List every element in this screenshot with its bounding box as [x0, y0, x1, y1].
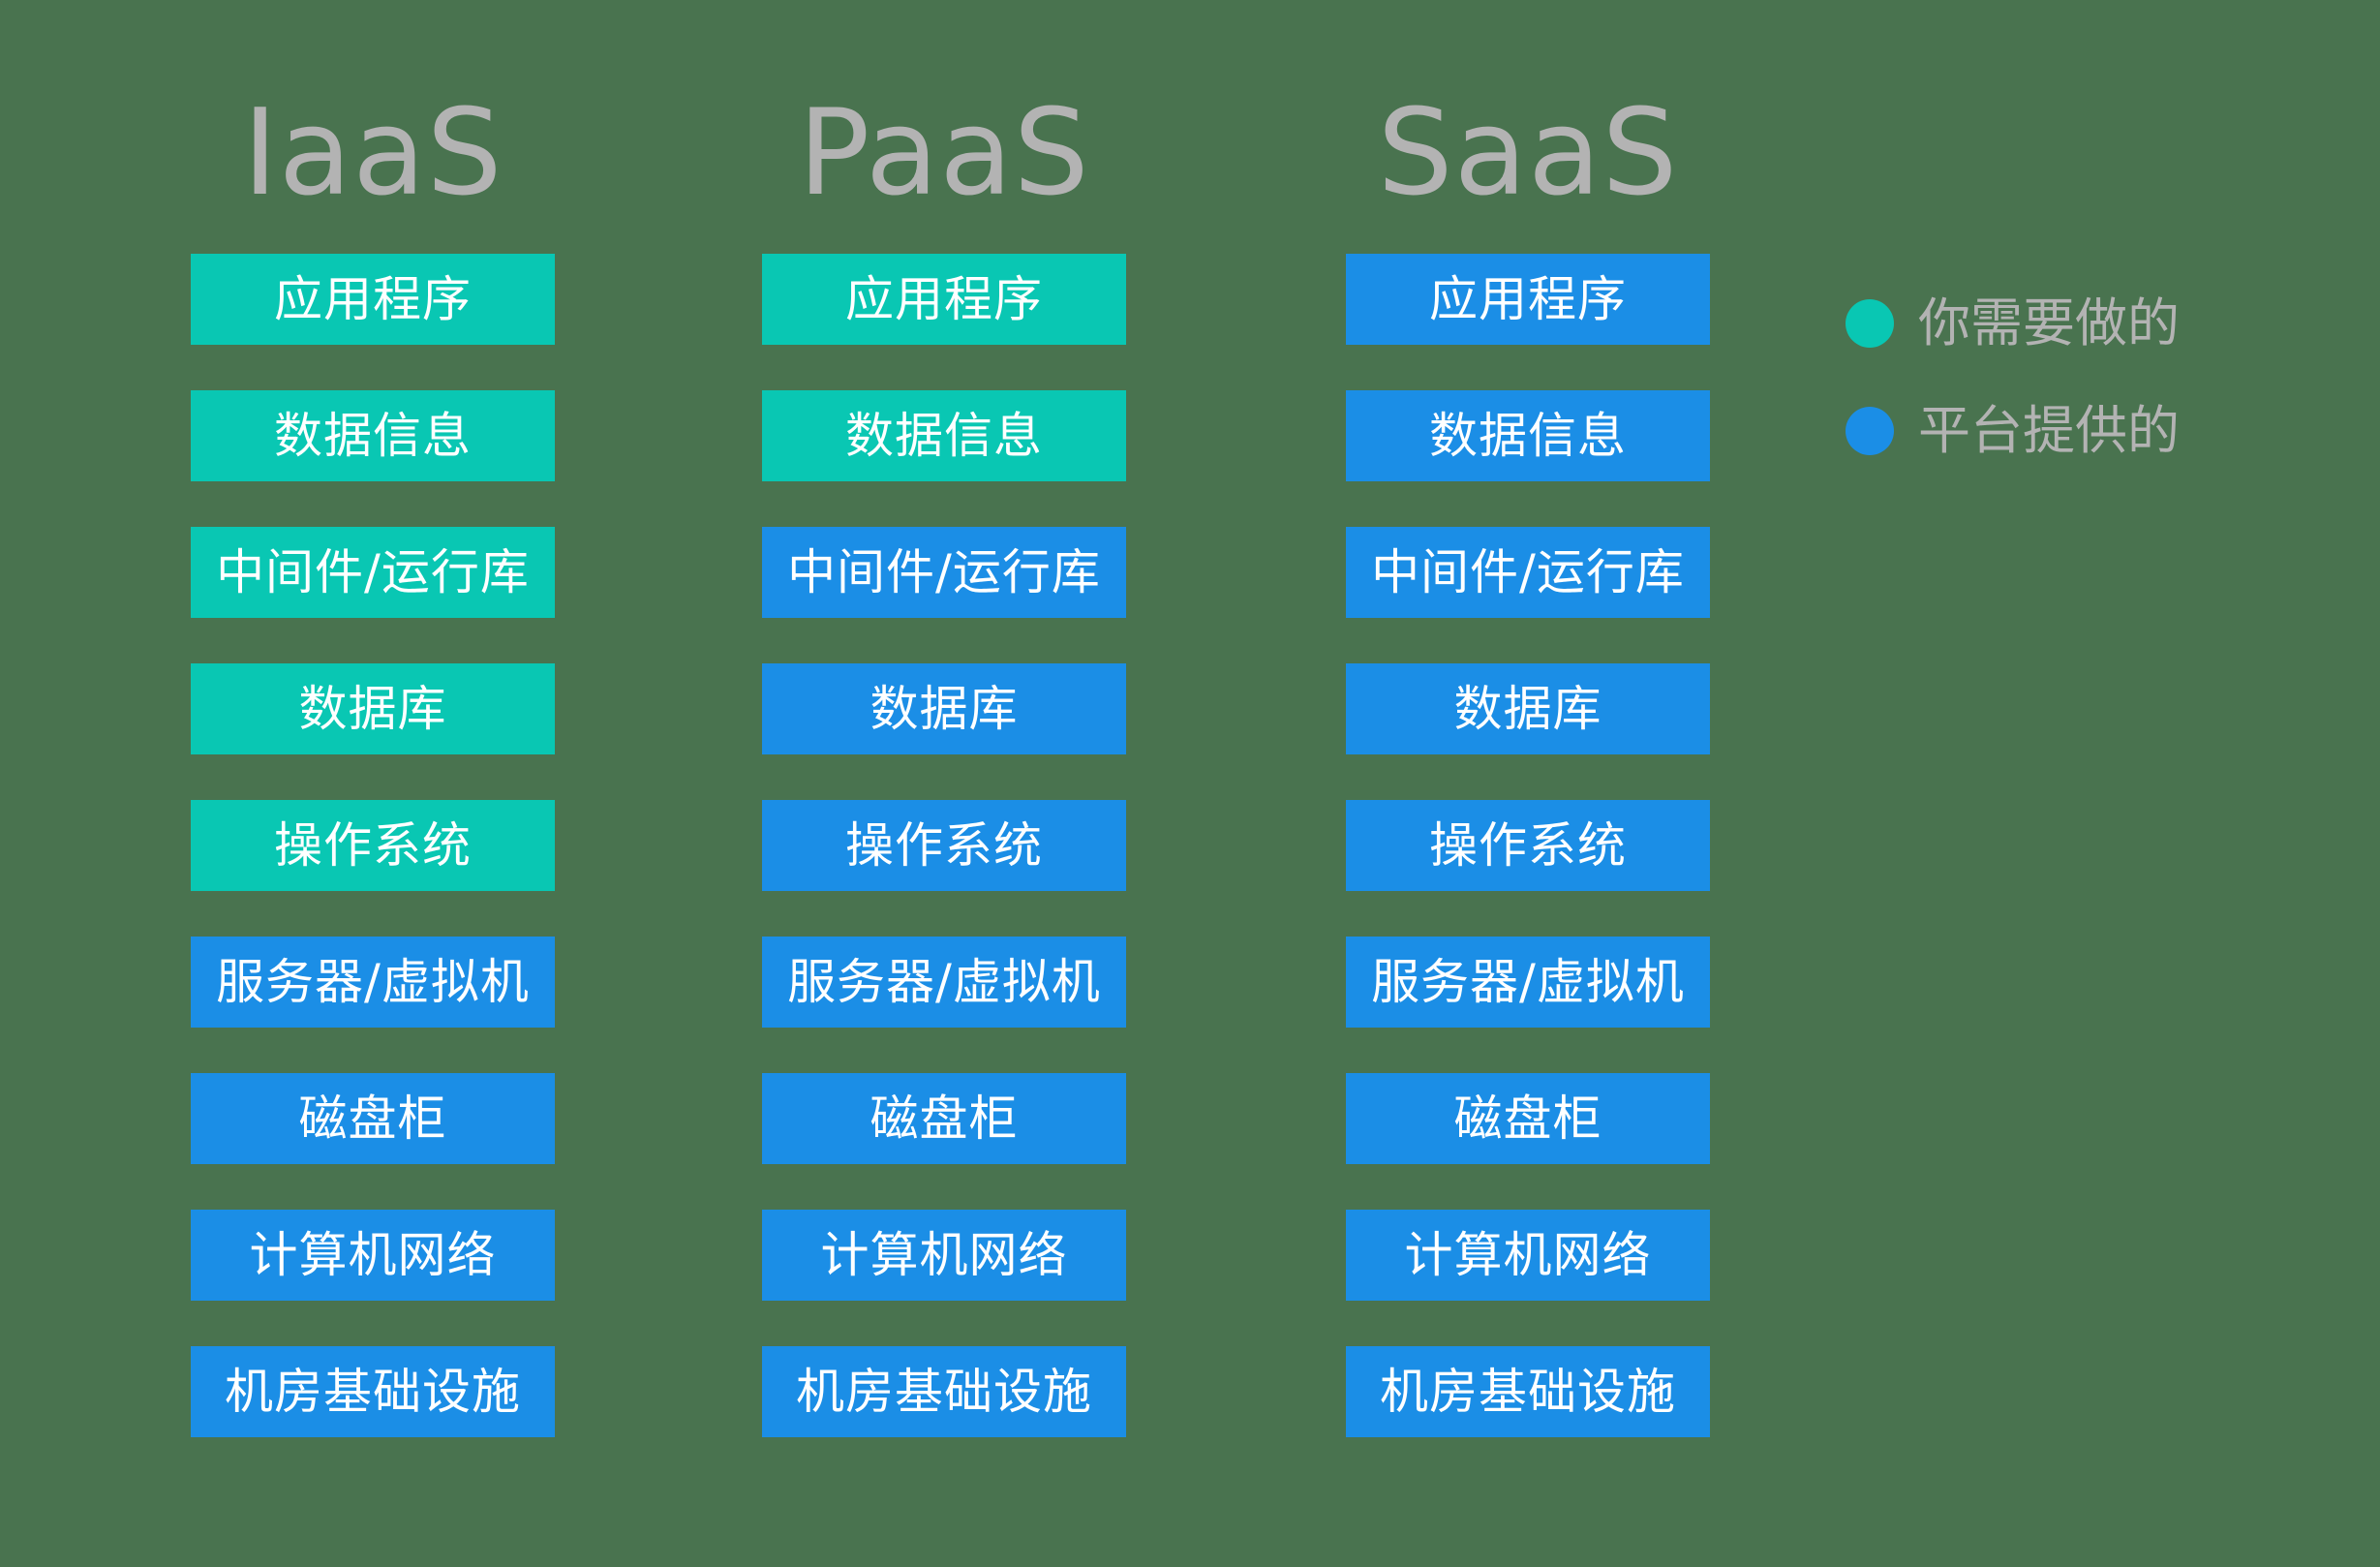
layer-data: 数据信息 — [1346, 390, 1710, 481]
layer-data: 数据信息 — [762, 390, 1126, 481]
layer-middleware-runtime: 中间件/运行库 — [762, 527, 1126, 618]
column-paas: PaaS 应用程序 数据信息 中间件/运行库 数据库 操作系统 服务器/虚拟机 … — [762, 82, 1126, 1483]
legend-dot-user-icon — [1846, 299, 1894, 348]
legend-item-user: 你需要做的 — [1846, 297, 2180, 350]
legend-item-platform: 平台提供的 — [1846, 405, 2180, 457]
layer-application: 应用程序 — [191, 254, 555, 345]
layer-application: 应用程序 — [762, 254, 1126, 345]
column-saas: SaaS 应用程序 数据信息 中间件/运行库 数据库 操作系统 服务器/虚拟机 … — [1346, 82, 1710, 1483]
legend-label-user: 你需要做的 — [1918, 292, 2180, 353]
layer-datacenter-infrastructure: 机房基础设施 — [762, 1346, 1126, 1437]
layer-disk-array: 磁盘柜 — [762, 1073, 1126, 1164]
column-title-saas: SaaS — [1377, 84, 1679, 223]
layer-network: 计算机网络 — [191, 1210, 555, 1301]
layer-datacenter-infrastructure: 机房基础设施 — [191, 1346, 555, 1437]
layer-database: 数据库 — [762, 663, 1126, 754]
layer-data: 数据信息 — [191, 390, 555, 481]
column-title-paas: PaaS — [798, 84, 1090, 223]
layer-server-vm: 服务器/虚拟机 — [191, 937, 555, 1028]
layer-network: 计算机网络 — [1346, 1210, 1710, 1301]
layer-disk-array: 磁盘柜 — [1346, 1073, 1710, 1164]
column-iaas: IaaS 应用程序 数据信息 中间件/运行库 数据库 操作系统 服务器/虚拟机 … — [191, 82, 555, 1483]
column-title-iaas: IaaS — [242, 84, 503, 223]
layer-operating-system: 操作系统 — [1346, 800, 1710, 891]
layer-operating-system: 操作系统 — [762, 800, 1126, 891]
layer-database: 数据库 — [191, 663, 555, 754]
layer-server-vm: 服务器/虚拟机 — [762, 937, 1126, 1028]
legend: 你需要做的 平台提供的 — [1846, 297, 2180, 457]
layer-disk-array: 磁盘柜 — [191, 1073, 555, 1164]
layer-database: 数据库 — [1346, 663, 1710, 754]
layer-middleware-runtime: 中间件/运行库 — [1346, 527, 1710, 618]
layer-network: 计算机网络 — [762, 1210, 1126, 1301]
layer-middleware-runtime: 中间件/运行库 — [191, 527, 555, 618]
legend-label-platform: 平台提供的 — [1918, 400, 2180, 461]
layer-server-vm: 服务器/虚拟机 — [1346, 937, 1710, 1028]
legend-dot-platform-icon — [1846, 407, 1894, 455]
layer-datacenter-infrastructure: 机房基础设施 — [1346, 1346, 1710, 1437]
layer-application: 应用程序 — [1346, 254, 1710, 345]
layer-operating-system: 操作系统 — [191, 800, 555, 891]
